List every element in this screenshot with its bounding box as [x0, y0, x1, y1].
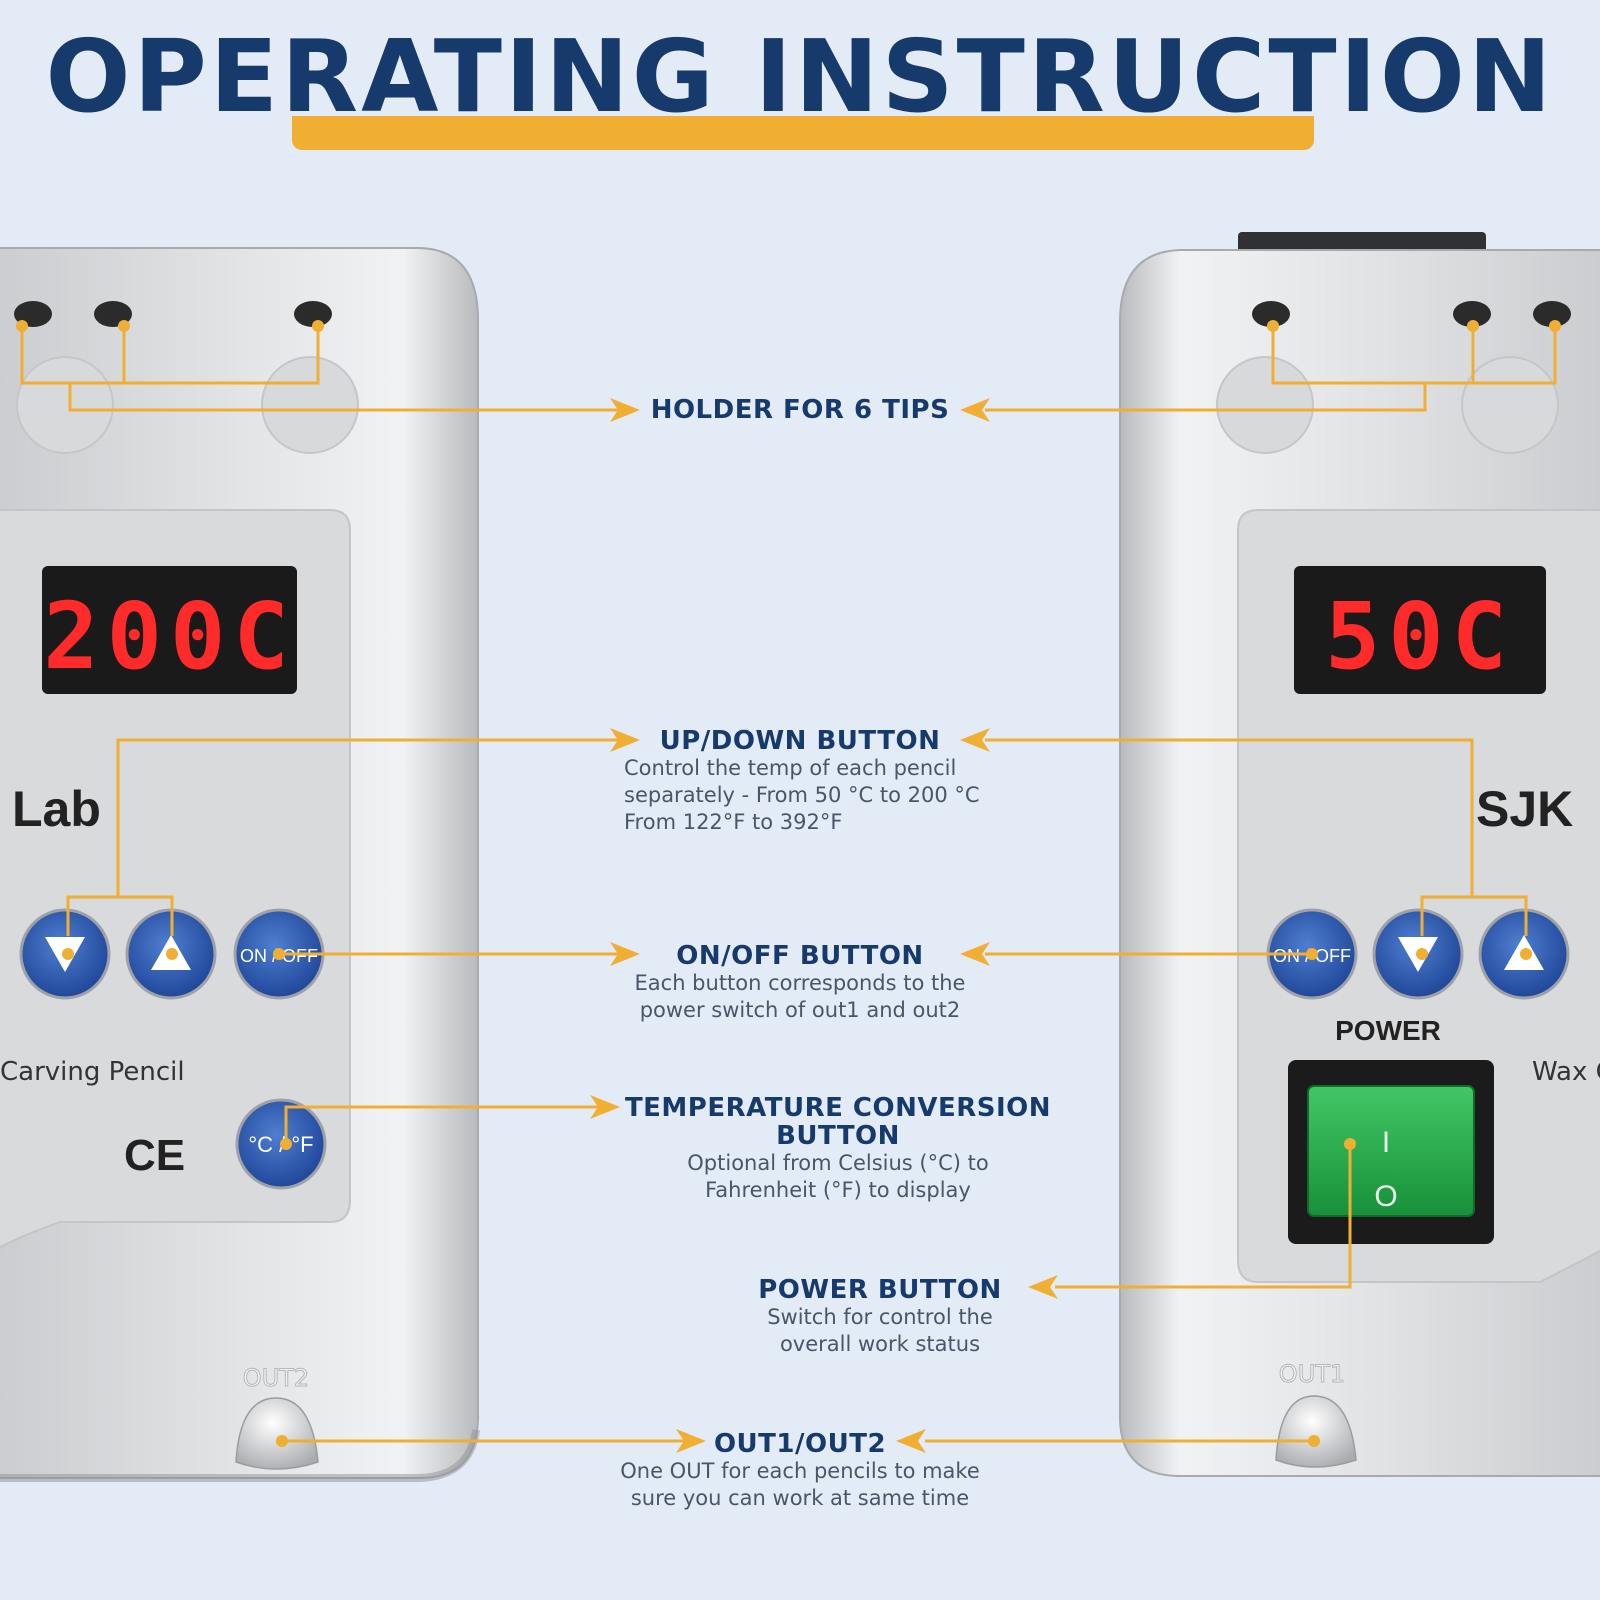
tip-hole: [1252, 301, 1290, 327]
switch-off-mark: O: [1374, 1180, 1397, 1213]
temperature-display: [1294, 566, 1546, 694]
callout-dots: [16, 320, 1561, 1447]
annotation-onoff: ON/OFF BUTTON Each button corresponds to…: [600, 942, 1000, 1024]
annotation-holder: HOLDER FOR 6 TIPS: [600, 396, 1000, 424]
brand-label: SJK: [1476, 781, 1573, 837]
title-underline: [292, 116, 1314, 150]
arrow-left-icon: [960, 728, 990, 752]
annotation-heading: ON/OFF BUTTON: [676, 941, 924, 971]
annotation-heading: BUTTON: [776, 1121, 900, 1151]
output-socket: [1275, 1395, 1357, 1468]
annotation-conversion: TEMPERATURE CONVERSION BUTTON Optional f…: [618, 1094, 1058, 1204]
annotation-heading: HOLDER FOR 6 TIPS: [650, 395, 950, 425]
brand-label: Lab: [12, 781, 101, 837]
annotation-heading: OUT1/OUT2: [713, 1429, 887, 1459]
arrow-left-icon: [960, 398, 990, 422]
annotation-line: Each button corresponds to the: [634, 971, 966, 995]
annotation-line: Fahrenheit (°F) to display: [705, 1178, 971, 1202]
annotation-updown: UP/DOWN BUTTON Control the temp of each …: [600, 727, 1000, 836]
arrow-left-icon: [960, 942, 990, 966]
annotation-line: Optional from Celsius (°C) to: [687, 1151, 989, 1175]
right-unit: 50C SJK ON / OFF POWER Wax C I O: [1119, 232, 1600, 1477]
tip-hole: [1453, 301, 1491, 327]
arrow-right-icon: [610, 398, 640, 422]
annotation-heading: TEMPERATURE CONVERSION: [624, 1093, 1052, 1123]
display-readout: 50C: [1325, 583, 1515, 690]
annotation-power: POWER BUTTON Switch for control the over…: [730, 1276, 1030, 1358]
annotation-line: sure you can work at same time: [630, 1486, 970, 1510]
page-title: OPERATING INSTRUCTION: [45, 18, 1555, 135]
display-readout: 200C: [43, 583, 297, 690]
output-label: OUT1: [1279, 1360, 1345, 1388]
annotation-heading: UP/DOWN BUTTON: [659, 726, 941, 756]
arrow-right-icon: [676, 1429, 706, 1453]
product-label: Wax C: [1532, 1057, 1600, 1087]
annotation-line: Control the temp of each pencil: [624, 756, 957, 780]
annotation-heading: POWER BUTTON: [758, 1275, 1002, 1305]
arrow-left-icon: [1028, 1275, 1058, 1299]
annotation-line: overall work status: [779, 1332, 981, 1356]
annotation-line: From 122°F to 392°F: [624, 810, 843, 834]
title-block: OPERATING INSTRUCTION: [0, 18, 1600, 150]
annotation-line: One OUT for each pencils to make: [620, 1459, 980, 1483]
arrow-right-icon: [590, 1095, 620, 1119]
power-switch[interactable]: I O: [1288, 1060, 1494, 1244]
output-label: OUT2: [243, 1364, 309, 1392]
power-label: POWER: [1335, 1015, 1441, 1046]
annotation-out: OUT1/OUT2 One OUT for each pencils to ma…: [600, 1430, 1000, 1512]
callout-arrowheads: [590, 398, 1058, 1453]
tip-hole: [1533, 301, 1571, 327]
temperature-display: [42, 566, 297, 694]
switch-on-mark: I: [1382, 1126, 1390, 1159]
tip-hole: [294, 301, 332, 327]
arrow-left-icon: [896, 1429, 926, 1453]
left-unit: 200C Lab ON / OFF Carving Pencil CE °C /…: [0, 247, 480, 1482]
product-label: Carving Pencil: [0, 1057, 185, 1087]
ce-mark: CE: [124, 1131, 185, 1180]
output-socket: [235, 1397, 319, 1470]
annotation-line: separately - From 50 °C to 200 °C: [624, 783, 980, 807]
arrow-right-icon: [610, 942, 640, 966]
callout-lines: [20, 322, 1557, 1443]
arrow-right-icon: [610, 728, 640, 752]
annotation-line: Switch for control the: [767, 1305, 993, 1329]
annotation-line: power switch of out1 and out2: [639, 998, 961, 1022]
